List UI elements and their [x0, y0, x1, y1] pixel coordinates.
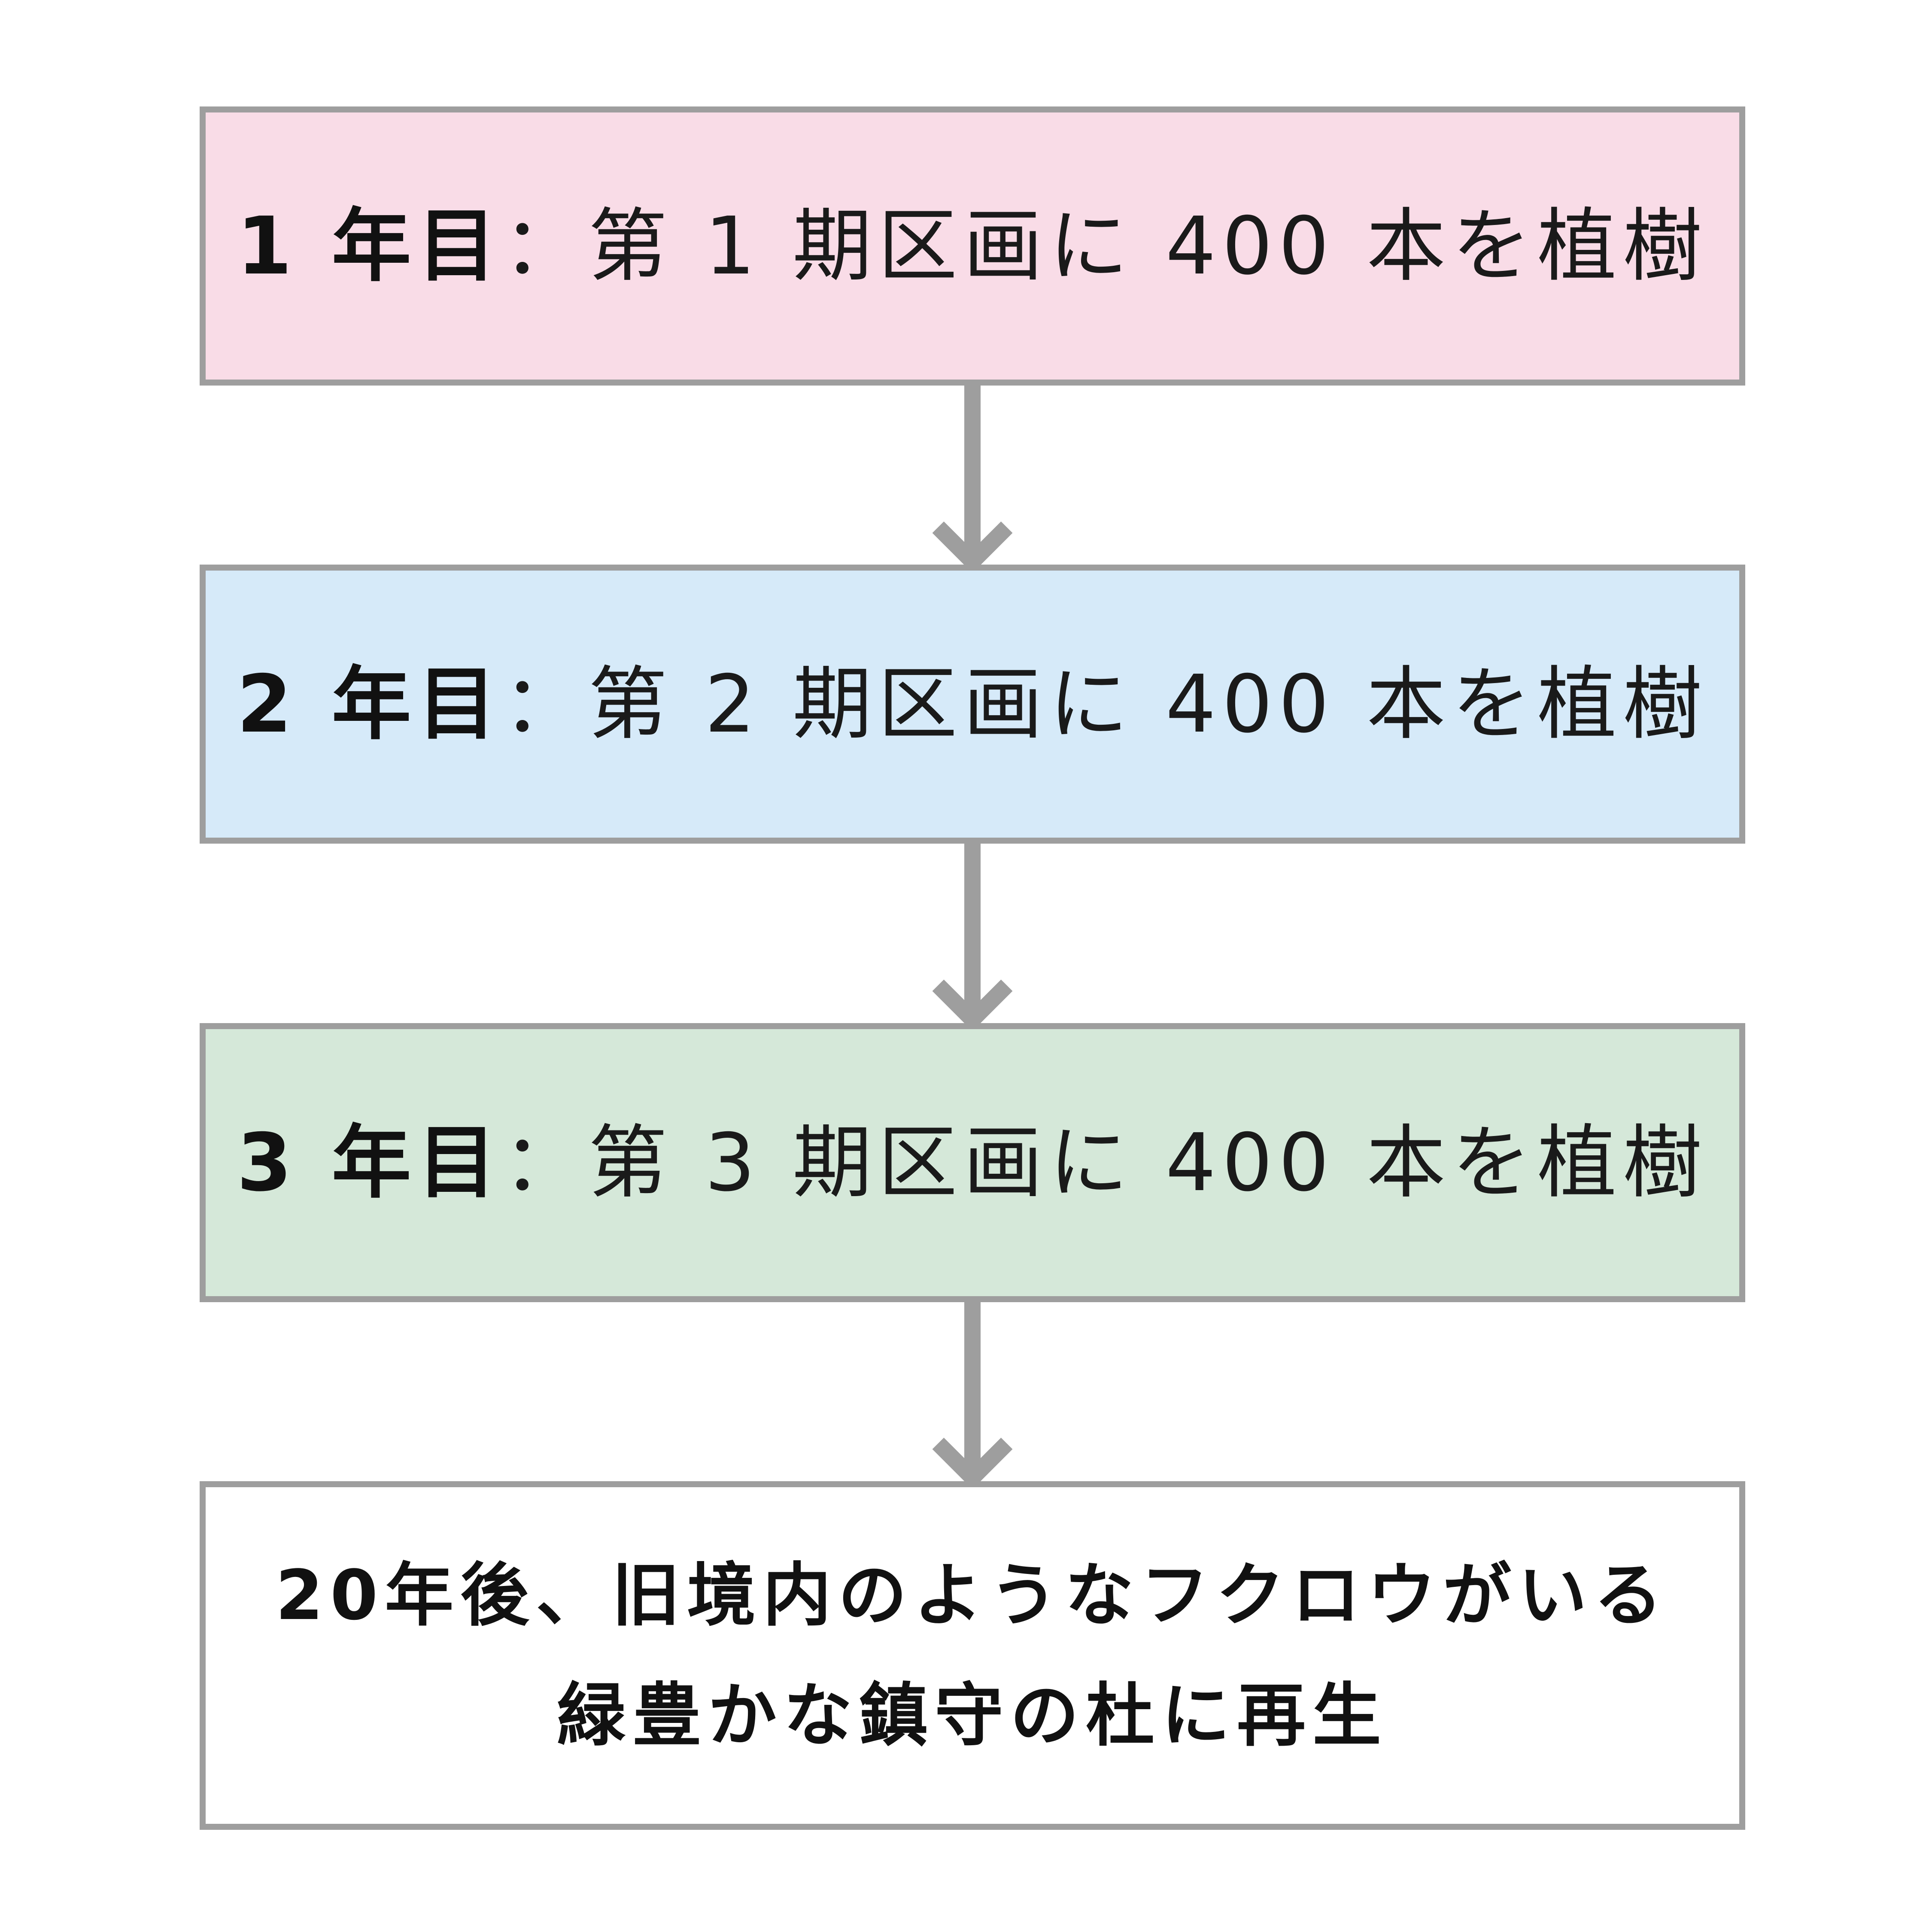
result-line-2: 緑豊かな鎮守の杜に再生	[556, 1675, 1388, 1756]
step-line-year-2: 2 年目：第 2 期区画に 400 本を植樹	[237, 664, 1708, 744]
step-lead-year-1: 1 年目	[237, 199, 503, 292]
step-box-year-1: 1 年目：第 1 期区画に 400 本を植樹	[200, 106, 1745, 386]
step-lead-year-2: 2 年目	[237, 657, 503, 750]
result-text: 20年後、旧境内のようなフクロウがいる 緑豊かな鎮守の杜に再生	[276, 1535, 1670, 1776]
step-box-year-2: 2 年目：第 2 期区画に 400 本を植樹	[200, 565, 1745, 844]
result-line-1: 20年後、旧境内のようなフクロウがいる	[275, 1555, 1670, 1635]
step-lead-year-3: 3 年目	[237, 1116, 503, 1209]
arrow-down-icon	[932, 386, 1013, 573]
step-line-year-3: 3 年目：第 3 期区画に 400 本を植樹	[237, 1123, 1708, 1203]
arrow-down-icon	[932, 844, 1013, 1031]
step-line-year-1: 1 年目：第 1 期区画に 400 本を植樹	[237, 206, 1708, 286]
step-box-year-3: 3 年目：第 3 期区画に 400 本を植樹	[200, 1023, 1745, 1302]
step-text-year-3: ：第 3 期区画に 400 本を植樹	[502, 1116, 1708, 1209]
step-text-year-2: ：第 2 期区画に 400 本を植樹	[502, 657, 1708, 750]
step-text-year-1: ：第 1 期区画に 400 本を植樹	[502, 199, 1708, 292]
result-box: 20年後、旧境内のようなフクロウがいる 緑豊かな鎮守の杜に再生	[200, 1481, 1745, 1830]
arrow-down-icon	[932, 1302, 1013, 1489]
